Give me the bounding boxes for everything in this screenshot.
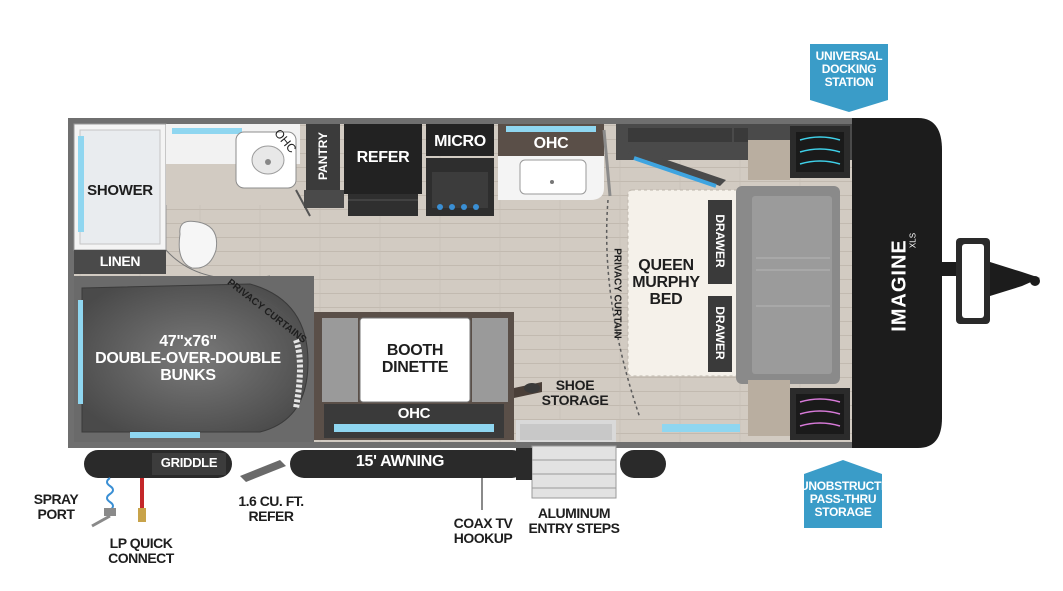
front-cap — [852, 118, 942, 448]
bedroom — [605, 124, 852, 440]
awning-label: 15' AWNING — [355, 453, 445, 470]
ohc-dinette-label: OHC — [397, 405, 431, 422]
murphy-bed-label: QUEEN MURPHY BED — [632, 257, 700, 308]
callout-pass-thru-storage: UNOBSTRUCTED PASS-THRU STORAGE — [800, 479, 898, 520]
pantry-label: PANTRY — [316, 132, 330, 180]
entry-steps — [516, 420, 617, 499]
bunks-label: 47"x76" DOUBLE-OVER-DOUBLE BUNKS — [95, 333, 281, 384]
callout-shapes — [804, 44, 888, 528]
ohc-kitchen-label: OHC — [533, 135, 569, 152]
shower-label: SHOWER — [87, 182, 153, 199]
shoe-storage-label: SHOE STORAGE — [541, 377, 609, 408]
exterior-ports — [91, 477, 483, 528]
dinette — [314, 312, 542, 440]
callout-docking-station: UNIVERSAL DOCKING STATION — [815, 49, 883, 90]
linen-label: LINEN — [99, 253, 141, 269]
coax-label: COAX TV HOOKUP — [453, 515, 513, 547]
refer-label: REFER — [356, 149, 410, 166]
bathroom — [73, 123, 311, 280]
lp-connect-label: LP QUICK CONNECT — [108, 535, 174, 567]
brand-sub-label: XLS — [908, 232, 918, 249]
hitch — [942, 238, 1040, 324]
spray-port-label: SPRAY PORT — [33, 491, 79, 523]
micro-label: MICRO — [434, 133, 486, 150]
drawer-top-label: DRAWER — [713, 214, 727, 268]
entry-steps-label: ALUMINUM ENTRY STEPS — [528, 505, 620, 537]
drawer-bottom-label: DRAWER — [713, 306, 727, 360]
booth-dinette-label: BOOTH DINETTE — [381, 342, 449, 376]
griddle-label: GRIDDLE — [160, 455, 218, 470]
bunks — [74, 276, 314, 442]
refer-ext-label: 1.6 CU. FT. REFER — [238, 493, 304, 525]
kitchen — [304, 124, 612, 216]
exterior-bar — [84, 448, 666, 482]
privacy-curtain-label: PRIVACY CURTAIN — [611, 248, 623, 339]
